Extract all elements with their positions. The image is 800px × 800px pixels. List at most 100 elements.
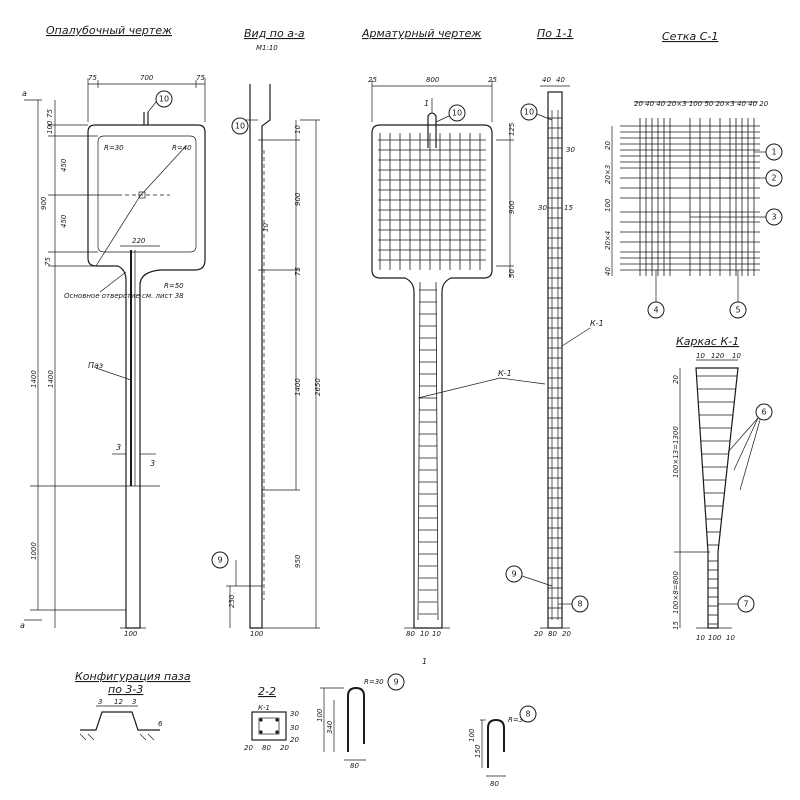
hook9-radius: R=30 [364,678,384,686]
groove-dim-2: 3 [132,698,136,706]
section-11-drawing: 40 40 30 30 15 20 80 20 10 К-1 9 8 [505,76,604,638]
s22-dim-5: 20 [290,736,299,744]
fw-dim-left-7: 1400 [47,370,55,388]
rf-dim-bottom-0: 80 [406,630,415,638]
fw-radius-30: R=30 [104,144,124,152]
title-view-aa-scale: М1:10 [256,44,278,52]
s11-dim-bottom-0: 20 [534,630,543,638]
reinforcement-drawing: 1 25 800 25 125 900 50 80 10 10 10 К-1 [368,76,546,638]
frame-k1-rungs [696,375,738,625]
hook8-dim-2: 150 [474,744,482,758]
hook-detail-9: R=30 100 340 80 9 [316,673,405,770]
reinforcement-mesh [378,133,486,270]
rf-dim-top-0: 25 [368,76,377,84]
hook8-radius: R=30 [508,716,528,724]
aa-dim-3: 75 [294,267,302,276]
hook9-mark: 9 [393,678,398,687]
s22-dim-3: 80 [262,744,271,752]
mesh-c1-drawing: 20 40 40 20×3 100 50 20×3 40 40 20 40 20… [604,100,783,319]
title-view-aa: Вид по а-а [244,27,305,40]
s22-label: К-1 [258,704,270,712]
c1-mark-4: 4 [653,306,658,315]
section-22-drawing: К-1 30 30 20 80 20 20 [244,704,299,752]
mesh-c1-grid [620,118,760,276]
rf-mark-10-bubble [448,104,466,122]
fw-hole-note: Основное отверстие см. лист 38 [64,292,184,300]
title-section-11: По 1-1 [537,27,573,40]
fw-dim-left-2: 450 [60,158,68,172]
rf-dim-bottom-1: 10 [420,630,429,638]
s11-mark-10-bubble [520,103,538,121]
s11-side-dim-0: 30 [566,146,575,154]
s11-dim-bottom-1: 80 [548,630,557,638]
c1-dim-side-3: 20×3 [604,165,612,184]
fw-radius-40: R=40 [172,144,192,152]
rf-dim-side-0: 125 [508,122,516,136]
c1-dim-side-4: 100 [604,198,612,212]
k1-dim-top-2: 10 [732,352,741,360]
fw-dim-top-0: 75 [88,74,97,82]
fw-dim-left-5: 75 [44,257,52,266]
fw-axis-a-bottom: а [20,621,25,630]
k1-dim-side-1: 100×8=800 [672,571,680,614]
fw-dim-left-8: 1000 [30,542,38,560]
fw-groove-label: Паз [88,361,103,370]
fw-axis-a-top: а [22,89,27,98]
s11-mark-k1: К-1 [590,319,604,328]
c1-mark-2: 2 [771,174,776,183]
s22-dim-2: 20 [244,744,253,752]
s22-dim-1: 30 [290,724,299,732]
aa-dim-2: 10 [262,223,270,232]
s11-mark-9: 9 [511,570,516,579]
fw-section-3-right: 3 [150,459,155,468]
k1-dim-side-0: 100×13=1300 [672,426,680,478]
s11-dim-top-0: 40 [542,76,551,84]
sheet-number: 1 [422,657,427,666]
rf-dim-top-2: 25 [488,76,497,84]
k1-mark-6-bubble [755,403,773,421]
k1-mark-6: 6 [761,408,766,417]
k1-dim-side-2: 15 [672,621,680,630]
aa-dim-6: 950 [294,554,302,568]
fw-dim-left-0: 75 [46,109,54,118]
c1-mark-5: 5 [735,306,740,315]
hook8-dim-3: 80 [490,780,499,788]
hook9-dim-3: 80 [350,762,359,770]
aa-dim-5: 2650 [314,378,322,396]
fw-dim-top-1: 700 [140,74,154,82]
groove-dim-0: 3 [98,698,102,706]
c1-dim-side-0: 20 [604,141,612,150]
s11-mark-10: 10 [524,108,534,117]
title-formwork: Опалубочный чертеж [46,24,172,37]
rf-mark-10: 10 [452,109,462,118]
rf-dim-side-1: 900 [508,200,516,214]
s22-dim-4: 20 [280,744,289,752]
s11-side-dim-1: 30 [538,204,547,212]
rf-mark-k1: К-1 [498,369,512,378]
fw-dim-220: 220 [132,237,146,245]
groove-config-drawing: 3 12 3 6 [79,698,163,741]
title-frame-k1: Каркас К-1 [676,335,739,348]
s22-dim-0: 30 [290,710,299,718]
groove-dim-1: 12 [114,698,123,706]
frame-rod-left [417,281,421,621]
k1-dim-bottom-1: 100 [708,634,722,642]
view-aa-drawing: 10 900 10 75 1400 2650 950 250 100 10 9 [211,84,322,638]
c1-mark-1: 1 [771,148,776,157]
formwork-drawing: 75 700 75 75 100 450 900 450 75 1400 140… [20,74,206,638]
aa-mark-9-bubble [211,551,229,569]
fw-dim-left-3: 900 [40,196,48,210]
hook8-mark-bubble [519,705,537,723]
section-11-stirrups [548,117,562,619]
aa-dim-4: 1400 [294,378,302,396]
fw-dim-bottom: 100 [124,630,138,638]
title-groove-config: Конфигурация паза [75,670,191,683]
aa-mark-10-bubble [231,117,249,135]
aa-dim-7: 250 [228,594,236,608]
fw-mark-10-bubble [155,90,173,108]
k1-dim-top-1: 120 [711,352,725,360]
frame-k1-drawing: 10 120 10 100×13=1300 100×8=800 15 20 10… [672,352,773,642]
fw-section-3-left: 3 [116,443,121,452]
aa-mark-10: 10 [235,122,245,131]
